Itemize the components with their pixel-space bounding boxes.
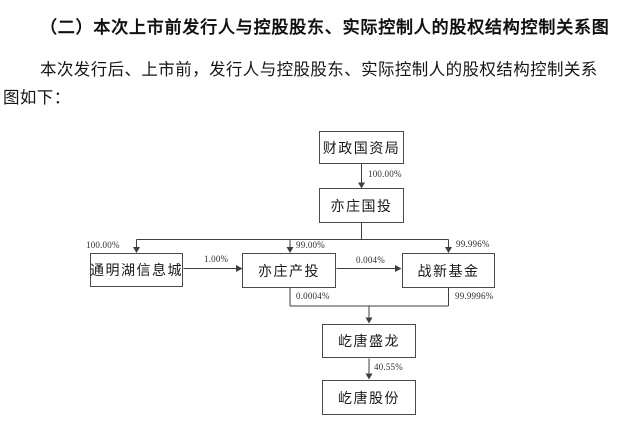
ownership-label-bureau-to-guotou: 100.00% <box>368 169 402 179</box>
node-finance-bureau: 财政国资局 <box>319 131 404 164</box>
section-heading: （二）本次上市前发行人与控股股东、实际控制人的股权结构控制关系图 <box>40 18 610 37</box>
ownership-label-guotou-to-chantou: 99.00% <box>296 240 325 250</box>
ownership-label-fund-to-shenglong: 99.9996% <box>455 291 494 301</box>
node-yizhuang-guotou: 亦庄国投 <box>319 188 404 223</box>
ownership-label-shenglong-to-shares: 40.55% <box>374 362 403 372</box>
node-tongminghu-city: 通明湖信息城 <box>90 253 183 287</box>
node-yitang-shenglong: 屹唐盛龙 <box>322 324 416 358</box>
ownership-label-chantou-to-shenglong: 0.0004% <box>296 291 330 301</box>
body-text-line-2: 图如下： <box>3 88 71 107</box>
ownership-label-guotou-to-fund: 99.996% <box>456 239 490 249</box>
node-yitang-shares: 屹唐股份 <box>322 380 416 415</box>
ownership-label-chantou-to-fund: 0.004% <box>356 255 385 265</box>
body-text-line-1: 本次发行后、上市前，发行人与控股股东、实际控制人的股权结构控制关系 <box>40 60 598 79</box>
ownership-label-guotou-to-tongminghu: 100.00% <box>86 240 120 250</box>
node-zhanxin-fund: 战新基金 <box>402 253 495 288</box>
node-yizhuang-chantou: 亦庄产投 <box>242 253 336 288</box>
ownership-label-tongminghu-to-chantou: 1.00% <box>204 254 229 264</box>
